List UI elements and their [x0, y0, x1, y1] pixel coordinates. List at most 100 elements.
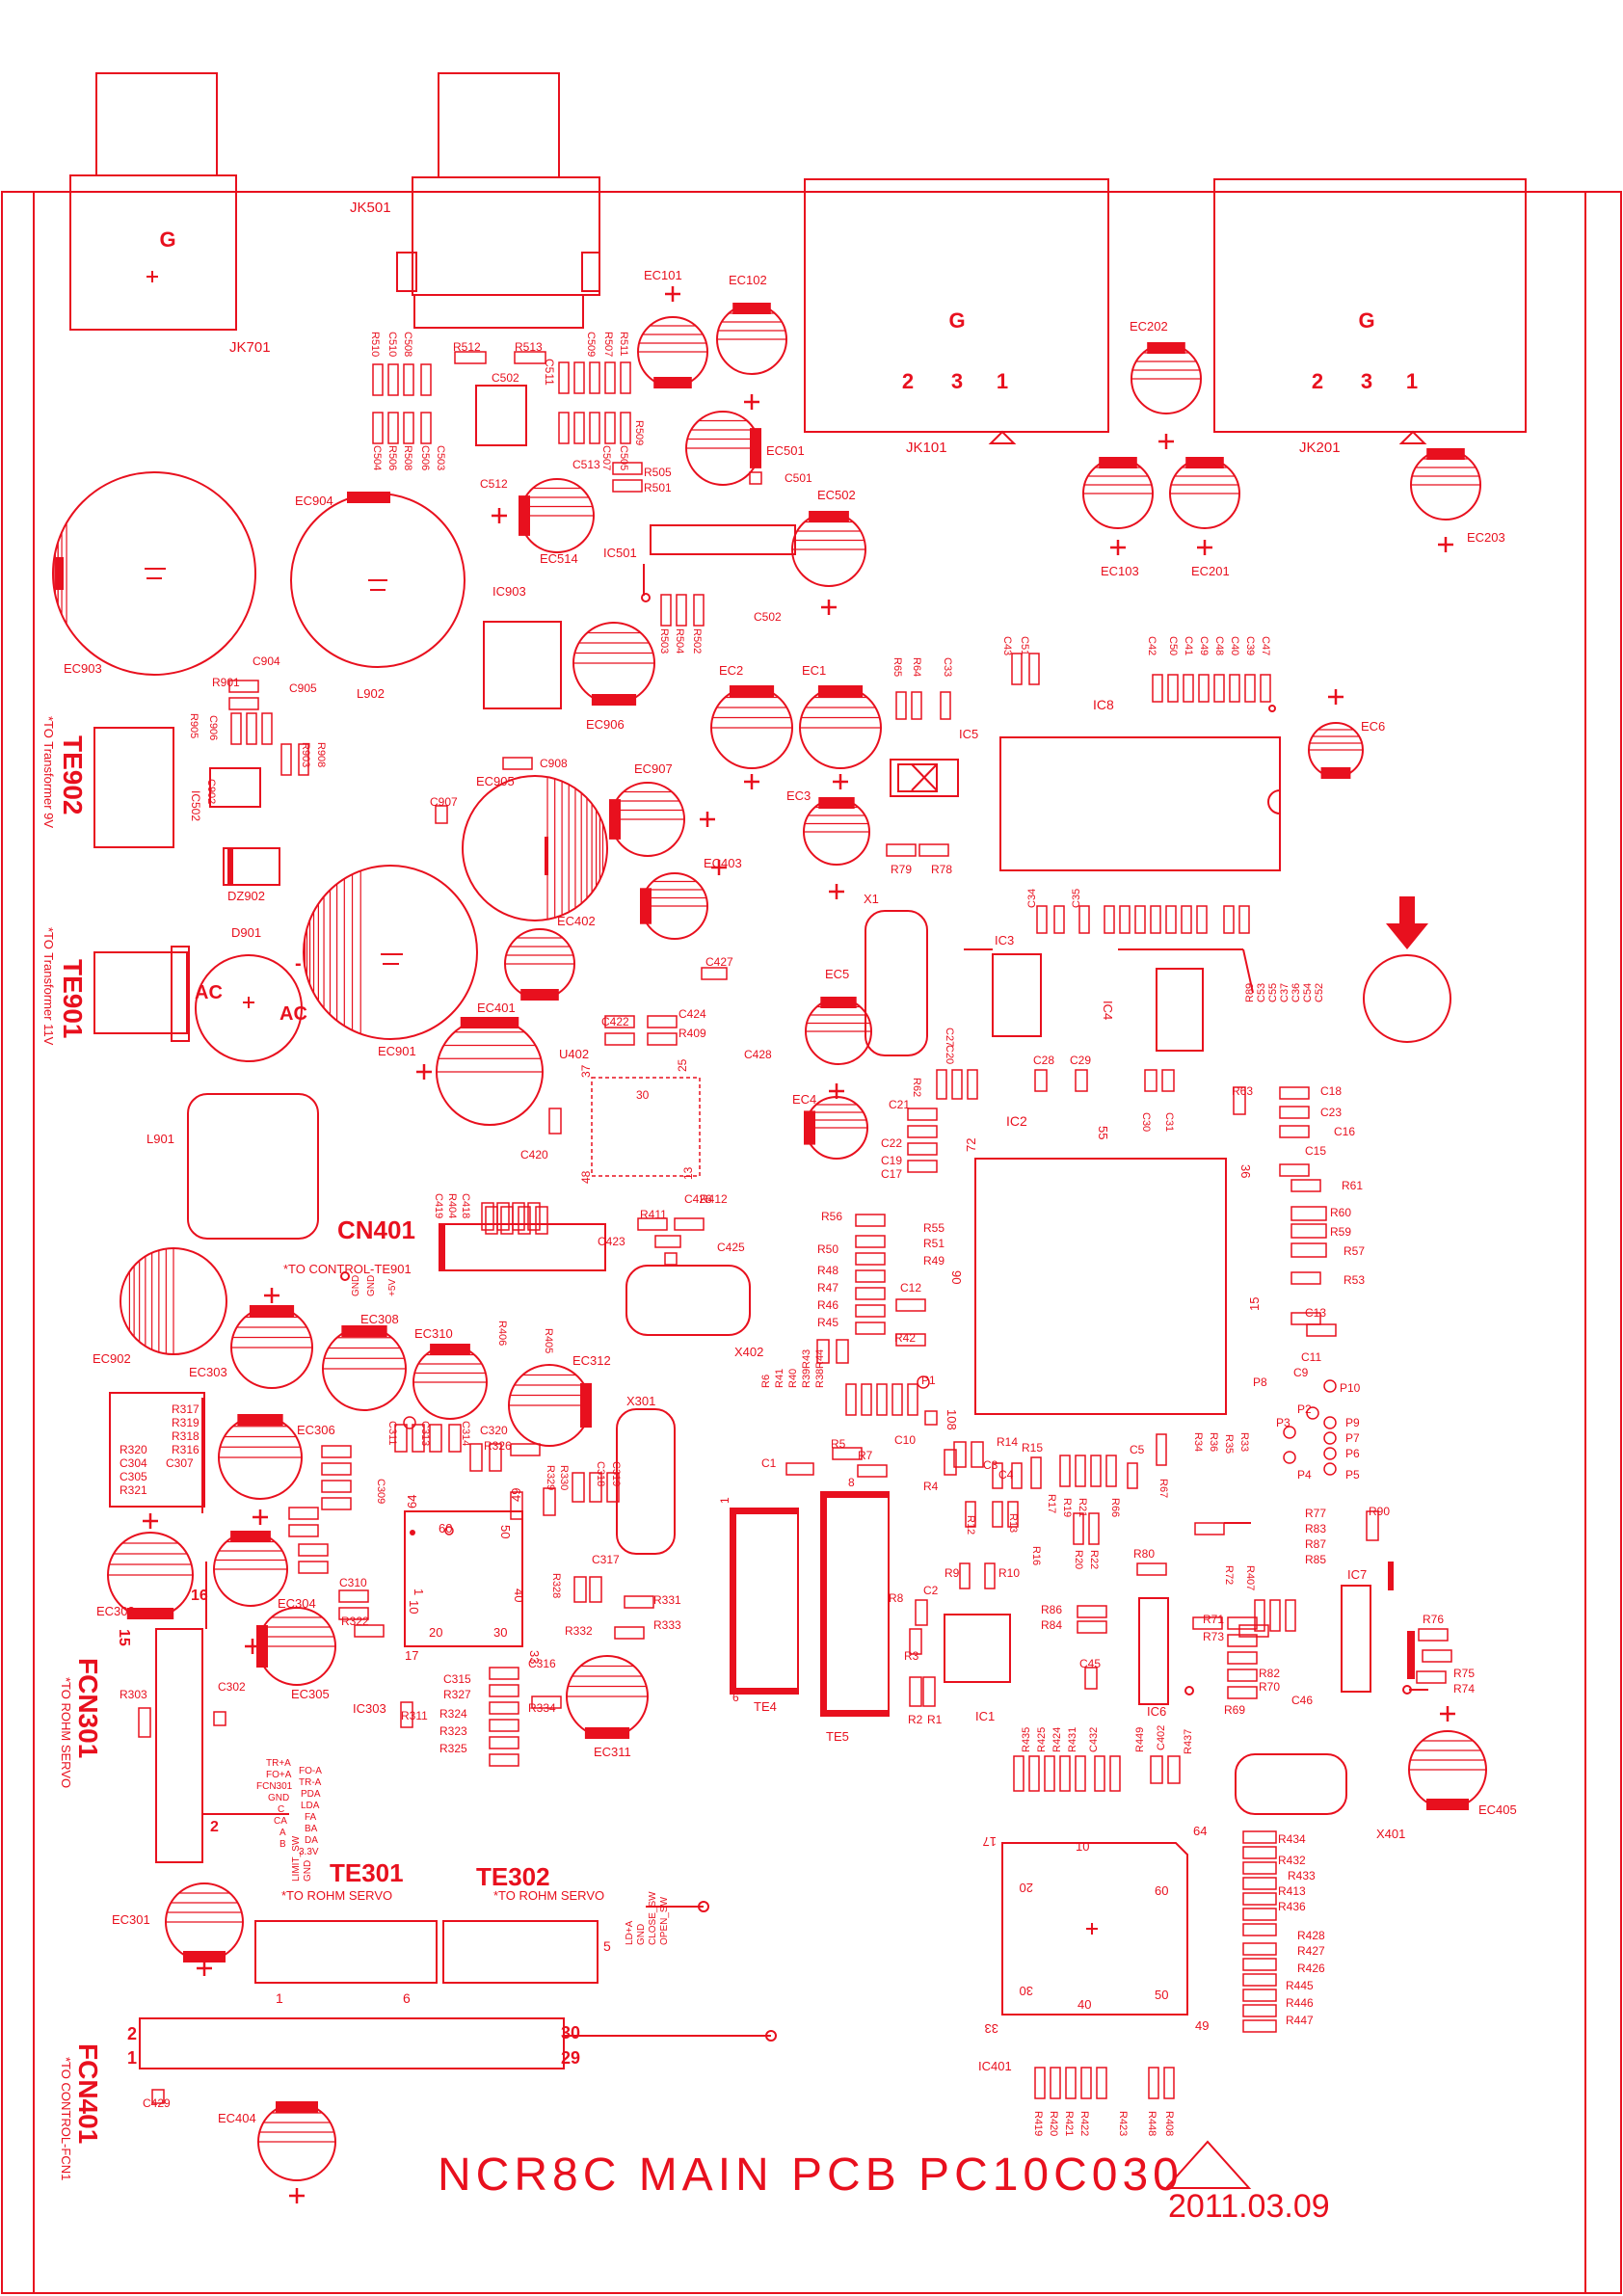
jk101-pin1: 1: [997, 369, 1008, 393]
jack-jk201: [1213, 178, 1527, 444]
smd-component: [965, 1501, 976, 1528]
small-components: [138, 351, 1452, 2104]
r406-ref-label: R406: [496, 1321, 508, 1346]
smd-component: [836, 1339, 849, 1364]
r39-ref-label: R39: [801, 1369, 812, 1388]
jk201-pin2: 2: [1312, 369, 1323, 393]
smd-component: [647, 1015, 678, 1028]
ic303-pin33: 33: [527, 1650, 542, 1664]
smd-component: [1094, 1755, 1105, 1792]
r87-ref-label: R87: [1305, 1537, 1326, 1551]
smd-component: [489, 1667, 519, 1680]
smd-component: [298, 1543, 329, 1557]
c508-ref-label: C508: [402, 332, 413, 357]
c513-ref-label: C513: [572, 458, 600, 471]
smd-component: [403, 363, 414, 396]
c4-ref-label: C4: [998, 1468, 1014, 1482]
ec201-label: EC201: [1191, 564, 1230, 578]
ec401-label: EC401: [477, 1001, 516, 1015]
r72-ref-label: R72: [1223, 1565, 1235, 1585]
traces: [201, 564, 1428, 2037]
smd-component: [1290, 1179, 1321, 1192]
smd-component: [1044, 1755, 1055, 1792]
smd-component: [1028, 653, 1040, 685]
te301-pin6: 6: [403, 1990, 411, 2006]
sig-fcn301-c: FCN301: [256, 1781, 293, 1792]
c23-ref-label: C23: [1320, 1106, 1342, 1119]
jk201-g-label: G: [1358, 308, 1374, 333]
smd-component: [647, 1032, 678, 1046]
c428-ref-label: C428: [744, 1048, 772, 1061]
ec2-label: EC2: [719, 663, 743, 678]
r82-ref-label: R82: [1259, 1667, 1280, 1680]
ec301-capacitor: EC301: [112, 1882, 244, 1976]
ic303-pin20: 20: [429, 1625, 442, 1640]
r329-ref-label: R329: [545, 1465, 556, 1490]
smd-component: [372, 363, 384, 396]
r40-ref-label: R40: [787, 1369, 799, 1388]
c16-ref-label: C16: [1334, 1125, 1355, 1138]
smd-component: [489, 1736, 519, 1749]
smd-component: [1422, 1649, 1452, 1663]
ec403-label: EC403: [704, 856, 742, 870]
smd-component: [620, 412, 631, 444]
ic2-pin108: 108: [945, 1409, 959, 1430]
smd-component: [1034, 1069, 1048, 1092]
smd-component: [448, 1424, 462, 1453]
ec304-capacitor: EC304: [213, 1531, 316, 1611]
c27-ref-label: C27: [944, 1028, 955, 1047]
r903-ref-label: R903: [300, 742, 311, 767]
r436-ref-label: R436: [1278, 1900, 1306, 1913]
misc-ic-fills: [227, 848, 1415, 1716]
smd-component: [1011, 1462, 1023, 1489]
ec3-capacitor: EC3: [786, 788, 870, 899]
ec6-label: EC6: [1361, 719, 1385, 734]
smd-component: [1366, 1510, 1379, 1541]
smd-component: [1105, 1455, 1117, 1487]
r80-ref-label: R80: [1133, 1547, 1155, 1561]
smd-component: [1242, 1846, 1277, 1859]
smd-component: [535, 1206, 548, 1235]
jk501-label: JK501: [350, 200, 391, 216]
r502-ref-label: R502: [691, 628, 703, 654]
l901-label: L901: [146, 1132, 174, 1146]
smd-component: [489, 1719, 519, 1732]
r38-ref-label: R38: [814, 1369, 826, 1388]
te5-pin8: 8: [848, 1476, 855, 1489]
r422-ref-label: R422: [1078, 2111, 1090, 2136]
p5-ref-label: P5: [1345, 1468, 1360, 1482]
r63-ref-label: R63: [1232, 1084, 1253, 1098]
r316-ref-label: R316: [172, 1443, 200, 1456]
r318-ref-label: R318: [172, 1429, 200, 1443]
r74-ref-label: R74: [1453, 1682, 1475, 1695]
smd-component: [1290, 1312, 1321, 1325]
r73-ref-label: R73: [1203, 1630, 1224, 1643]
c502-ref-label: C502: [492, 371, 519, 385]
l902-label: L902: [357, 686, 385, 701]
ec405-capacitor: EC405: [1408, 1706, 1517, 1817]
sig-te301-a: LIMIT_SW: [291, 1835, 302, 1882]
c17-ref-label: C17: [881, 1167, 902, 1181]
r332-ref-label: R332: [565, 1624, 593, 1638]
smd-component: [992, 1462, 1003, 1489]
test-points: [403, 1375, 1337, 1535]
r78-ref-label: R78: [931, 863, 952, 876]
c402-ref-label: C402: [1156, 1725, 1167, 1750]
ic303-body: [404, 1510, 523, 1647]
r323-ref-label: R323: [439, 1724, 467, 1738]
ec514-capacitor: EC514: [492, 478, 595, 566]
r9-ref-label: R9: [945, 1566, 960, 1580]
smd-component: [1227, 1686, 1258, 1699]
c501-ref-label: C501: [785, 471, 812, 485]
r412-ref-label: R412: [700, 1192, 728, 1206]
c512-ref-label: C512: [480, 477, 508, 491]
r2-ref-label: R2: [908, 1713, 923, 1726]
c42-ref-label: C42: [1146, 636, 1157, 655]
smd-component: [321, 1445, 352, 1458]
ec1-capacitor: EC1: [799, 663, 882, 789]
ic2-pin90: 90: [949, 1270, 964, 1284]
c11-ref-label: C11: [1301, 1350, 1321, 1364]
smd-component: [573, 361, 585, 394]
ec302-capacitor: EC302: [96, 1513, 194, 1619]
smd-component: [1007, 1501, 1019, 1528]
